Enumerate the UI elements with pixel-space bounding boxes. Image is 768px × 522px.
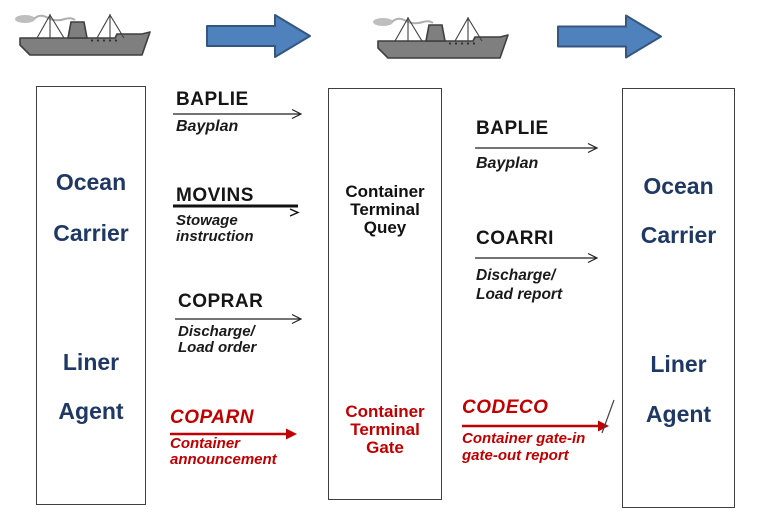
terminal-gate-label: Gate — [366, 438, 404, 457]
box-word: Ocean — [55, 169, 127, 195]
box-word: Ocean — [643, 173, 714, 199]
ship-icon — [15, 14, 151, 56]
message-desc: Load order — [178, 339, 257, 356]
ocean-carrier-liner-agent-box-left: Ocean Carrier Liner Agent — [36, 86, 146, 505]
message-code: COPRAR — [178, 291, 264, 312]
message-desc: Stowage — [176, 212, 238, 229]
message-desc: Load report — [476, 286, 563, 303]
box-word: Liner — [62, 349, 120, 375]
message-desc: Container gate-in — [462, 430, 586, 447]
terminal-quey-label: Terminal — [350, 200, 420, 219]
message-desc: Bayplan — [476, 155, 539, 172]
flow-arrow-icon — [475, 252, 599, 264]
message-code: CODECO — [462, 397, 549, 418]
message-code: BAPLIE — [476, 118, 549, 139]
slash-mark — [601, 399, 615, 434]
message-desc: Bayplan — [176, 118, 239, 135]
message-desc: Discharge/ — [476, 267, 556, 284]
box-word: Liner — [650, 351, 707, 377]
message-desc: Container — [170, 435, 241, 452]
terminal-quey-label: Container — [345, 182, 425, 201]
box-word: Agent — [58, 398, 124, 424]
message-code: COARRI — [476, 228, 554, 249]
flow-arrow-icon — [173, 108, 303, 120]
message-desc: instruction — [176, 228, 254, 245]
message-desc: announcement — [170, 451, 277, 468]
flow-arrow-icon — [462, 420, 609, 432]
message-desc: gate-out report — [462, 447, 569, 464]
message-code: MOVINS — [176, 185, 254, 206]
message-code: COPARN — [170, 407, 254, 428]
container-terminal-box: Container Terminal Quey Container Termin… — [328, 88, 442, 500]
flow-arrow-icon — [175, 313, 303, 325]
box-word: Carrier — [640, 222, 717, 248]
flow-arrow-icon — [475, 142, 599, 154]
right-arrow-icon — [206, 14, 311, 58]
right-arrow-icon — [557, 14, 662, 59]
ocean-carrier-liner-agent-box-right: Ocean Carrier Liner Agent — [622, 88, 735, 508]
message-code: BAPLIE — [176, 89, 249, 110]
box-word: Agent — [645, 401, 712, 427]
ship-icon — [373, 17, 509, 59]
terminal-gate-label: Container — [345, 402, 425, 421]
terminal-quey-label: Quey — [363, 218, 407, 237]
box-word: Carrier — [53, 220, 129, 246]
message-desc: Discharge/ — [178, 323, 255, 340]
flow-arrow-icon — [173, 204, 300, 217]
flow-arrow-icon — [170, 428, 297, 440]
terminal-gate-label: Terminal — [350, 420, 420, 439]
